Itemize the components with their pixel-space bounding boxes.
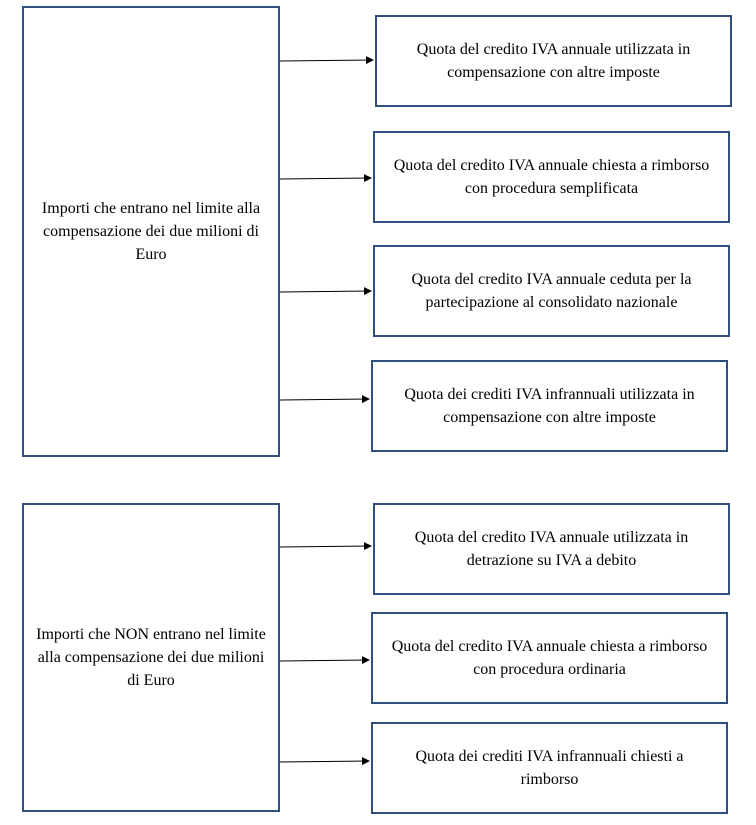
arrow-top-1 [279, 56, 374, 65]
target-label: Quota dei crediti IVA infrannuali chiest… [415, 747, 684, 788]
arrow-top-2 [279, 174, 372, 183]
source-label-excluded: Importi che NON entrano nel limite alla … [36, 625, 266, 690]
target-box-quarterly-refund: Quota dei crediti IVA infrannuali chiest… [371, 722, 728, 814]
source-label-included: Importi che entrano nel limite alla comp… [41, 199, 261, 264]
target-label: Quota del credito IVA annuale utilizzata… [414, 528, 689, 569]
target-box-vat-deduction: Quota del credito IVA annuale utilizzata… [373, 503, 730, 595]
arrow-bottom-1 [279, 542, 372, 551]
source-box-excluded: Importi che NON entrano nel limite alla … [22, 503, 280, 812]
target-box-consolidation-transfer: Quota del credito IVA annuale ceduta per… [373, 245, 730, 337]
target-label: Quota del credito IVA annuale chiesta a … [391, 637, 708, 678]
arrow-bottom-3 [279, 757, 370, 766]
target-label: Quota del credito IVA annuale ceduta per… [411, 270, 692, 311]
source-box-included: Importi che entrano nel limite alla comp… [22, 6, 280, 457]
arrow-top-4 [279, 395, 370, 404]
target-box-annual-compensation: Quota del credito IVA annuale utilizzata… [375, 15, 732, 107]
arrow-top-3 [279, 287, 372, 296]
target-label: Quota del credito IVA annuale utilizzata… [416, 40, 691, 81]
target-box-simplified-refund: Quota del credito IVA annuale chiesta a … [373, 131, 730, 223]
target-box-ordinary-refund: Quota del credito IVA annuale chiesta a … [371, 612, 728, 704]
target-label: Quota dei crediti IVA infrannuali utiliz… [404, 385, 695, 426]
target-box-quarterly-compensation: Quota dei crediti IVA infrannuali utiliz… [371, 360, 728, 452]
arrow-bottom-2 [279, 656, 370, 665]
target-label: Quota del credito IVA annuale chiesta a … [393, 156, 710, 197]
